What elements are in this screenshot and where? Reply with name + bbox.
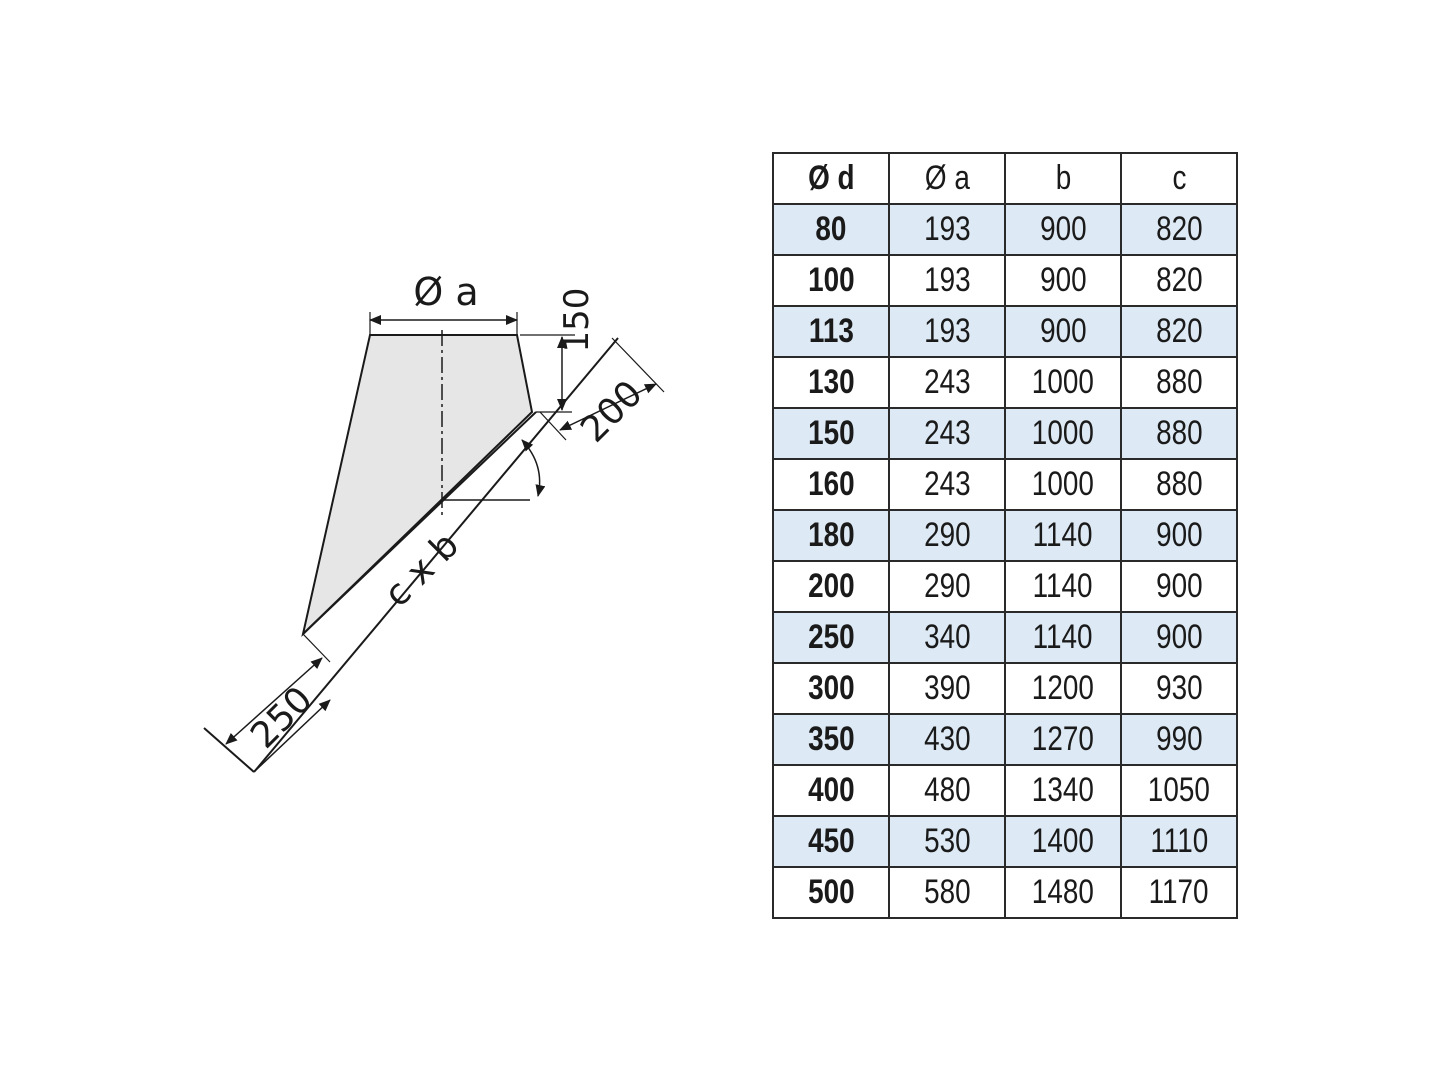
table-cell: 290 bbox=[888, 509, 1006, 562]
dim-line-offset-b bbox=[255, 699, 331, 771]
table-cell: 1110 bbox=[1120, 815, 1238, 868]
table-cell: 900 bbox=[1004, 305, 1122, 358]
table-cell: 390 bbox=[888, 662, 1006, 715]
ext-line-width-outer bbox=[611, 337, 665, 393]
table-cell: 1480 bbox=[1004, 866, 1122, 919]
table-cell: 180 bbox=[772, 509, 890, 562]
table-cell: 243 bbox=[888, 356, 1006, 409]
table-cell: 1000 bbox=[1004, 407, 1122, 460]
table-cell: 930 bbox=[1120, 662, 1238, 715]
table-cell: 150 bbox=[772, 407, 890, 460]
dim-line-offset-a bbox=[225, 657, 323, 745]
ext-line-offset bbox=[302, 633, 331, 663]
table-cell: 113 bbox=[772, 305, 890, 358]
table-cell: 1170 bbox=[1120, 866, 1238, 919]
table-header-row: Ø d Ø a b c bbox=[772, 152, 1238, 205]
table-cell: 350 bbox=[772, 713, 890, 766]
label-offset: 250 bbox=[243, 679, 321, 757]
table-cell: 1000 bbox=[1004, 458, 1122, 511]
table-cell: 193 bbox=[888, 203, 1006, 256]
table-cell: 300 bbox=[772, 662, 890, 715]
table-cell: 820 bbox=[1120, 203, 1238, 256]
table-cell: 450 bbox=[772, 815, 890, 868]
roof-plate-line bbox=[302, 411, 537, 635]
table-cell: 900 bbox=[1004, 254, 1122, 307]
table-cell: 1000 bbox=[1004, 356, 1122, 409]
table-cell: 1050 bbox=[1120, 764, 1238, 817]
table-cell: 900 bbox=[1120, 611, 1238, 664]
table-cell: 530 bbox=[888, 815, 1006, 868]
table-cell: 100 bbox=[772, 254, 890, 307]
table-cell: 290 bbox=[888, 560, 1006, 613]
table-cell: 130 bbox=[772, 356, 890, 409]
table-cell: 200 bbox=[772, 560, 890, 613]
table-cell: 1140 bbox=[1004, 611, 1122, 664]
table-cell: 820 bbox=[1120, 254, 1238, 307]
table-cell: 880 bbox=[1120, 407, 1238, 460]
label-top-diameter: Ø a bbox=[413, 270, 478, 314]
table-cell: 80 bbox=[772, 203, 890, 256]
header-cell-c: c bbox=[1120, 152, 1238, 205]
table-cell: 430 bbox=[888, 713, 1006, 766]
ext-line-width-inner bbox=[539, 411, 567, 441]
table-cell: 193 bbox=[888, 254, 1006, 307]
table-cell: 1140 bbox=[1004, 509, 1122, 562]
table-cell: 580 bbox=[888, 866, 1006, 919]
table-cell: 900 bbox=[1120, 509, 1238, 562]
table-cell: 480 bbox=[888, 764, 1006, 817]
table-cell: 820 bbox=[1120, 305, 1238, 358]
flashing-diagram: Ø a 150 200 c x b 250 bbox=[203, 270, 665, 773]
table-cell: 340 bbox=[888, 611, 1006, 664]
plate-left-edge bbox=[203, 727, 255, 773]
header-cell-d: Ø d bbox=[772, 152, 890, 205]
table-cell: 160 bbox=[772, 458, 890, 511]
table-cell: 250 bbox=[772, 611, 890, 664]
table-cell: 243 bbox=[888, 458, 1006, 511]
angle-arc bbox=[521, 439, 546, 497]
table-cell: 900 bbox=[1120, 560, 1238, 613]
table-cell: 900 bbox=[1004, 203, 1122, 256]
label-height: 150 bbox=[557, 288, 597, 353]
header-cell-b: b bbox=[1004, 152, 1122, 205]
table-cell: 990 bbox=[1120, 713, 1238, 766]
table-cell: 193 bbox=[888, 305, 1006, 358]
table-cell: 1340 bbox=[1004, 764, 1122, 817]
label-width: 200 bbox=[573, 373, 651, 451]
dim-line-width bbox=[559, 383, 657, 431]
table-cell: 1200 bbox=[1004, 662, 1122, 715]
header-cell-a: Ø a bbox=[888, 152, 1006, 205]
table-cell: 500 bbox=[772, 866, 890, 919]
table-cell: 1140 bbox=[1004, 560, 1122, 613]
table-cell: 243 bbox=[888, 407, 1006, 460]
table-cell: 880 bbox=[1120, 356, 1238, 409]
table-cell: 1270 bbox=[1004, 713, 1122, 766]
table-cell: 400 bbox=[772, 764, 890, 817]
table-cell: 880 bbox=[1120, 458, 1238, 511]
table-cell: 1400 bbox=[1004, 815, 1122, 868]
cone-shape bbox=[301, 334, 534, 638]
